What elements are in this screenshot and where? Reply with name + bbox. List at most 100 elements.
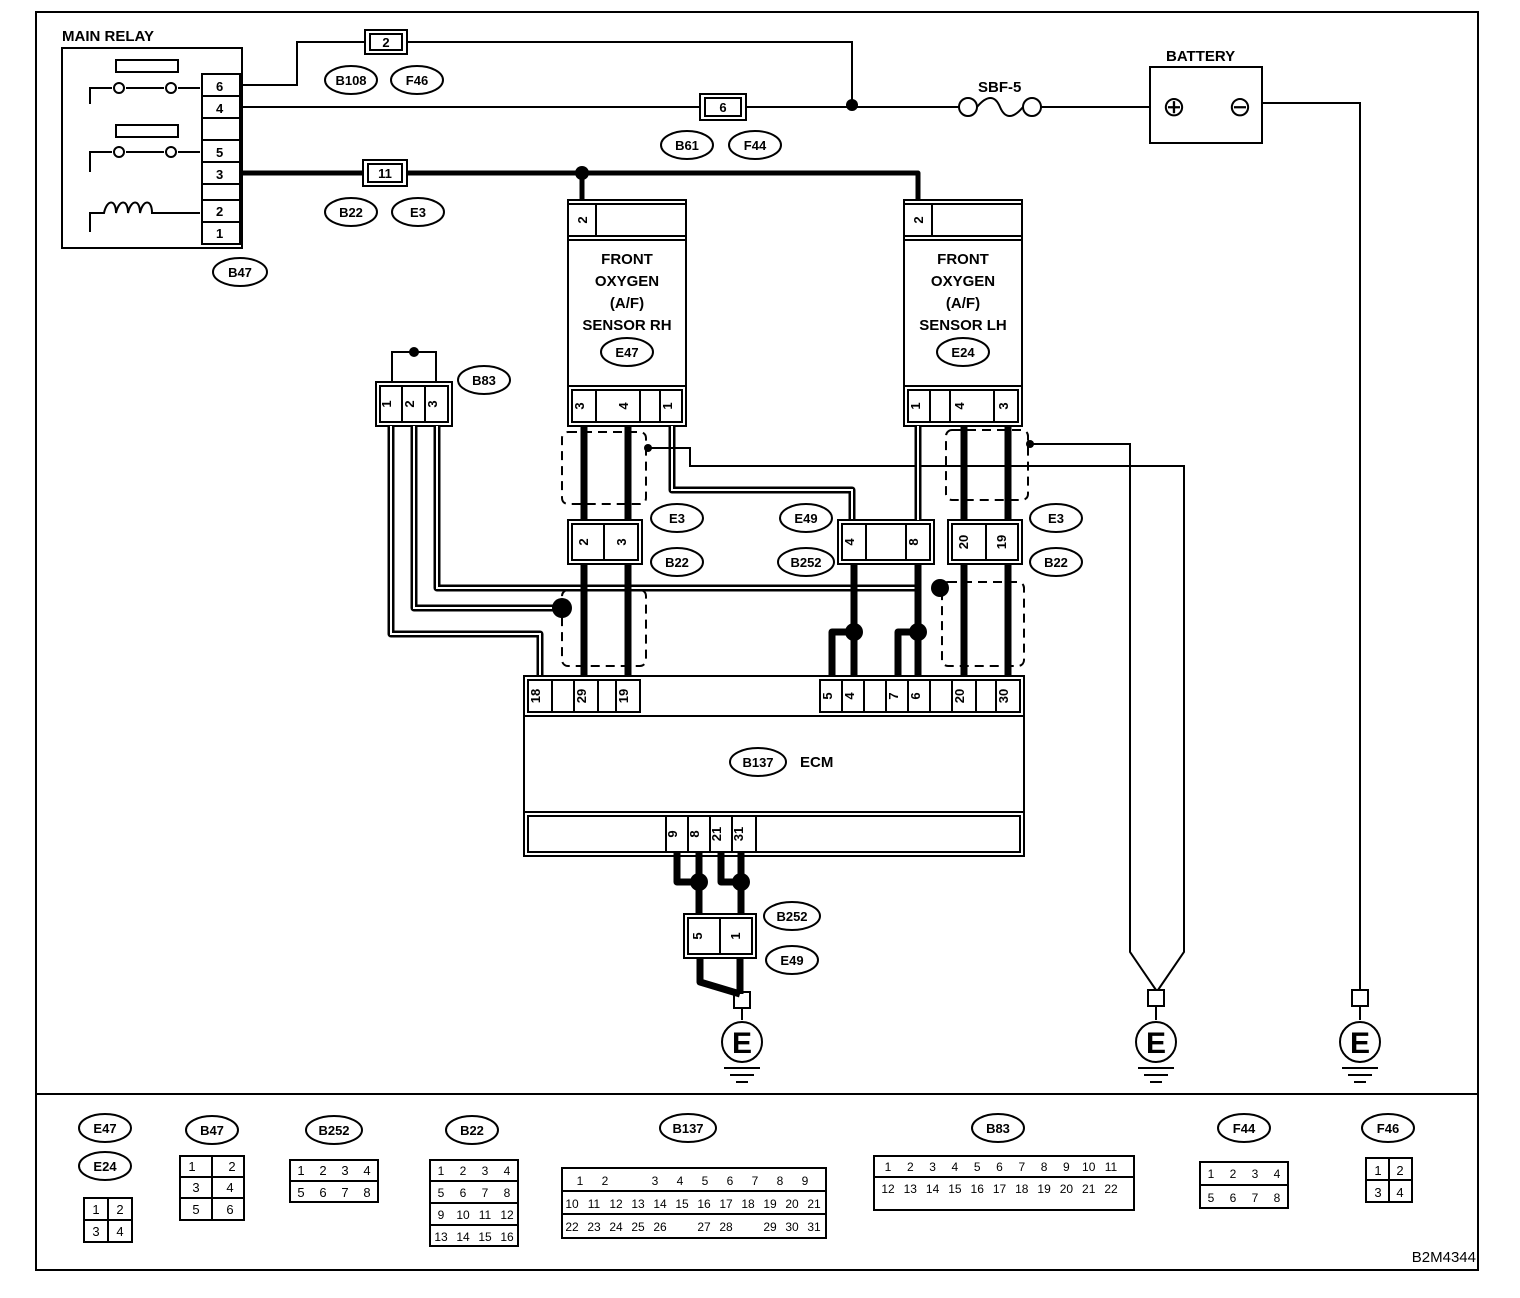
shield-rh-lower xyxy=(561,589,647,667)
ground-label: E xyxy=(732,1027,752,1060)
legend-pin: 19 xyxy=(763,1197,777,1211)
ecm-pin: 4 xyxy=(842,692,857,700)
legend-pin: 10 xyxy=(565,1197,579,1211)
wire-relay-pin6 xyxy=(240,41,853,104)
sensor-rh-text: SENSOR RH xyxy=(582,317,671,334)
relay-pin: 2 xyxy=(216,204,223,219)
legend-pin: 11 xyxy=(479,1208,492,1222)
wire-mid-left-to-ecm xyxy=(580,564,632,680)
legend-pin: 16 xyxy=(697,1197,711,1211)
legend-pin: 16 xyxy=(500,1230,514,1244)
sensor-lh-text: (A/F) xyxy=(946,295,980,312)
joint-b22-top-pin: 11 xyxy=(378,166,392,181)
connector-e3-label: E3 xyxy=(410,205,426,220)
legend-pin: 7 xyxy=(752,1174,759,1188)
ground-label: E xyxy=(1350,1027,1370,1060)
legend-pin: 1 xyxy=(438,1164,445,1178)
legend-pin: 1 xyxy=(577,1174,584,1188)
splice-dot xyxy=(846,99,858,111)
connector-e49-label: E49 xyxy=(794,511,817,526)
legend-pin: 5 xyxy=(192,1202,199,1217)
legend-pin: 18 xyxy=(1015,1182,1029,1196)
diagram-code: B2M4344 xyxy=(1412,1249,1476,1266)
relay-pin: 1 xyxy=(216,226,223,241)
legend-pin: 8 xyxy=(363,1185,370,1200)
sensor-rh-top-pin: 2 xyxy=(575,216,590,223)
sensor-rh-text: FRONT xyxy=(601,251,653,268)
legend-b22-label: B22 xyxy=(460,1123,484,1138)
connector-e3-label: E3 xyxy=(669,511,685,526)
ecm-pin: 29 xyxy=(574,689,589,703)
legend-pin: 14 xyxy=(653,1197,667,1211)
legend-pin: 4 xyxy=(1396,1185,1403,1200)
legend-pin: 3 xyxy=(341,1163,348,1178)
legend-b47-label: B47 xyxy=(200,1123,224,1138)
mid-center-pin: 4 xyxy=(842,538,857,546)
relay-pin: 6 xyxy=(216,79,223,94)
legend-pin: 11 xyxy=(588,1197,601,1211)
ground-label: E xyxy=(1146,1027,1166,1060)
sensor-rh: 2 FRONT OXYGEN (A/F) SENSOR RH E47 3 4 1 xyxy=(567,199,687,427)
connector-f46-label: F46 xyxy=(406,73,428,88)
wire-shield-drain-rh xyxy=(648,447,1030,467)
mid-left-pin: 3 xyxy=(614,538,629,545)
connector-mid-right: 20 19 E3 B22 xyxy=(947,503,1083,577)
shield-rh-upper xyxy=(561,431,647,505)
sensor-rh-pin: 3 xyxy=(572,402,587,409)
legend-pin: 1 xyxy=(1374,1163,1381,1178)
legend-pin: 21 xyxy=(1082,1182,1096,1196)
sensor-lh-text: FRONT xyxy=(937,251,989,268)
legend-pin: 9 xyxy=(1063,1160,1070,1174)
legend-pin: 2 xyxy=(460,1164,467,1178)
sensor-lh-pin: 4 xyxy=(952,402,967,410)
mid-left-pin: 2 xyxy=(576,538,591,545)
legend-pin: 30 xyxy=(785,1220,799,1234)
mid-center-pin: 8 xyxy=(906,538,921,545)
legend-pin: 9 xyxy=(438,1208,445,1222)
b83-pin: 2 xyxy=(402,400,417,407)
legend-pin: 6 xyxy=(727,1174,734,1188)
sensor-lh: 2 FRONT OXYGEN (A/F) SENSOR LH E24 1 4 3 xyxy=(903,199,1023,427)
sensor-lh-top-pin: 2 xyxy=(911,216,926,223)
legend-pin: 1 xyxy=(885,1160,892,1174)
legend-pin: 15 xyxy=(948,1182,962,1196)
ecm-name: ECM xyxy=(800,754,833,771)
sensor-lh-pin: 1 xyxy=(908,402,923,409)
legend-b137-connector xyxy=(561,1167,827,1239)
legend-pin: 17 xyxy=(993,1182,1007,1196)
relay-pin: 4 xyxy=(216,101,224,116)
legend-pin: 5 xyxy=(1208,1191,1215,1205)
legend-pin: 12 xyxy=(881,1182,895,1196)
legend-pin: 3 xyxy=(652,1174,659,1188)
shield-lh-lower xyxy=(941,581,1025,667)
legend-pin: 27 xyxy=(697,1220,711,1234)
relay-pin: 5 xyxy=(216,145,223,160)
sensor-rh-text: OXYGEN xyxy=(595,273,659,290)
legend-pin: 22 xyxy=(1104,1182,1118,1196)
legend-pin: 24 xyxy=(609,1220,623,1234)
legend-pin: 4 xyxy=(363,1163,370,1178)
legend: E47 E24 1 2 3 4 B47 1 2 3 4 5 6 B252 1 2… xyxy=(78,1113,1415,1247)
sensor-lh-text: OXYGEN xyxy=(931,273,995,290)
legend-pin: 2 xyxy=(116,1202,123,1217)
connector-f44-label: F44 xyxy=(744,138,767,153)
ecm-pin: 6 xyxy=(908,692,923,699)
legend-pin: 3 xyxy=(929,1160,936,1174)
legend-pin: 2 xyxy=(1230,1167,1237,1181)
b83-pin: 1 xyxy=(379,400,394,407)
battery: BATTERY ⊕ ⊖ xyxy=(1149,48,1263,144)
legend-pin: 7 xyxy=(1252,1191,1259,1205)
ecm-pin: 19 xyxy=(616,689,631,703)
wire-shield-drain-lh xyxy=(1030,443,1157,991)
legend-pin: 10 xyxy=(456,1208,470,1222)
legend-pin: 3 xyxy=(1374,1185,1381,1200)
mid-right-pin: 19 xyxy=(994,535,1009,549)
legend-pin: 8 xyxy=(504,1186,511,1200)
legend-pin: 28 xyxy=(719,1220,733,1234)
legend-pin: 3 xyxy=(482,1164,489,1178)
ecm-pin: 9 xyxy=(665,830,680,837)
legend-e47-label: E47 xyxy=(93,1121,116,1136)
connector-b61-label: B61 xyxy=(675,138,699,153)
legend-pin: 14 xyxy=(456,1230,470,1244)
